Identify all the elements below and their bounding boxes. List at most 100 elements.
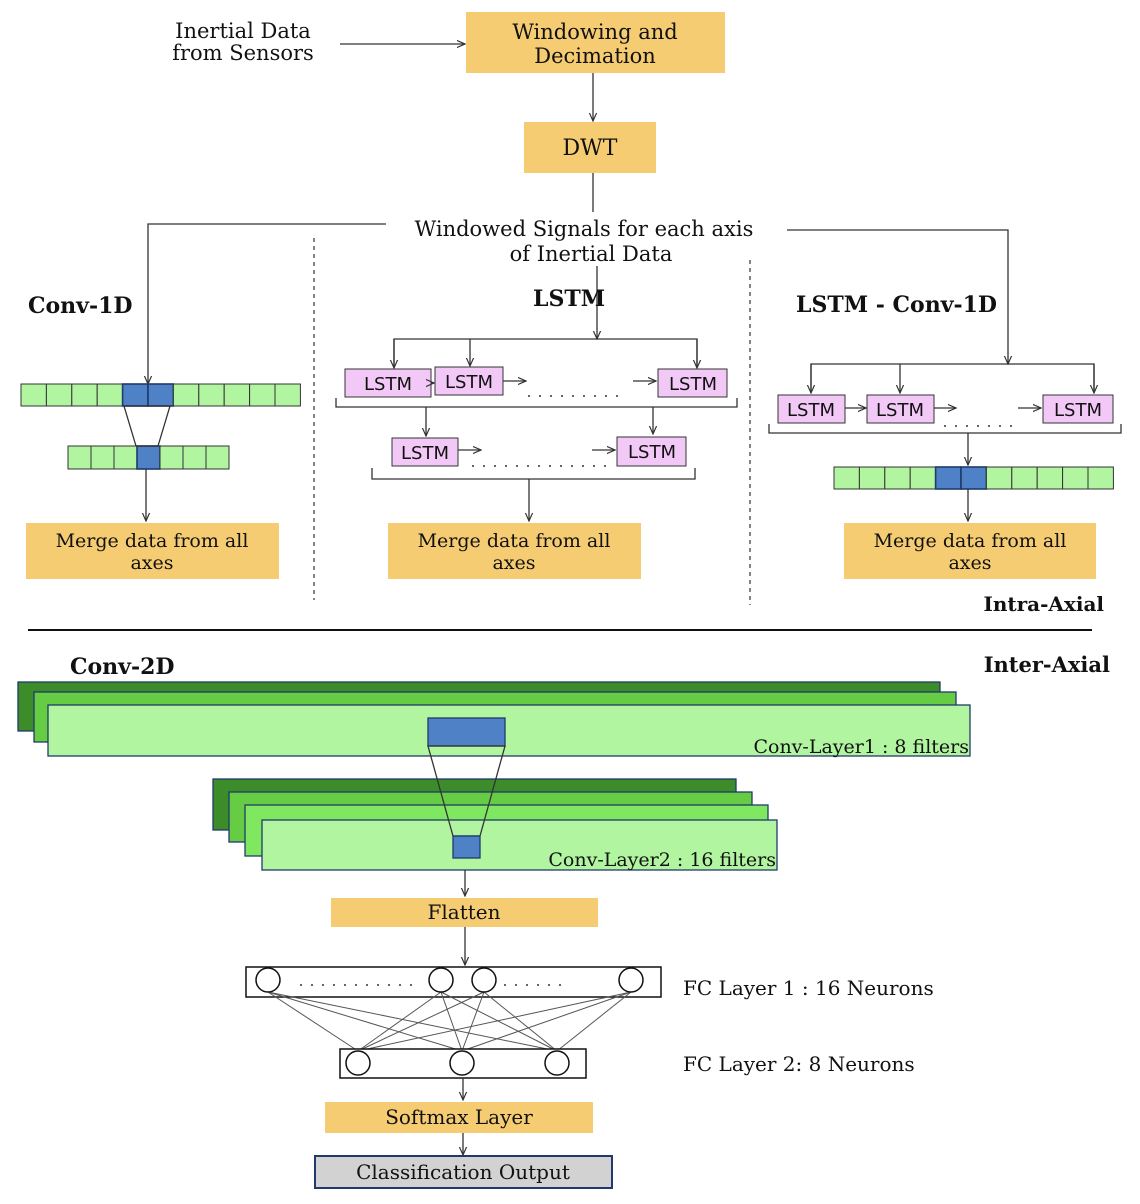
lstm-cell-label: LSTM	[669, 374, 717, 395]
lstm-row2-bracket	[371, 468, 696, 480]
signal-cell	[71, 383, 98, 407]
fc1-neuron	[428, 967, 454, 993]
conv-layer1-stack: Conv-Layer1 : 8 filters	[17, 681, 971, 758]
lstm-cell-rect	[777, 394, 846, 424]
flatten-box: Flatten	[331, 898, 598, 927]
lstmconv-branch-arrow	[787, 229, 1008, 364]
lstm-cell-2b: LSTM	[616, 436, 687, 467]
lstmconv-cell-3: LSTM	[1042, 394, 1114, 424]
lstmconv-bracket	[768, 424, 1122, 434]
signal-cell	[113, 445, 138, 470]
softmax-box: Softmax Layer	[325, 1102, 593, 1133]
fc-layer2-neurons	[345, 1050, 570, 1076]
lstm-cell-rect	[866, 394, 935, 424]
conv-layer1-kernel	[427, 717, 506, 747]
signal-cell	[20, 383, 47, 407]
windowing-box: Windowing and Decimation	[466, 12, 725, 73]
fc1-neuron	[618, 967, 644, 993]
conv-layer2-map-front	[261, 819, 778, 871]
windowed-signals-label: Windowed Signals for each axis of Inerti…	[415, 217, 754, 266]
signal-cell	[1062, 466, 1089, 490]
conv1d-branch-arrow	[148, 223, 386, 384]
fc-connection	[461, 991, 632, 1052]
lstm-cell-label: LSTM	[787, 400, 835, 421]
signal-cell	[1036, 466, 1064, 490]
fc-connection	[267, 991, 463, 1052]
kernel-cell	[934, 466, 962, 490]
lstm-cell-rect	[657, 368, 728, 398]
lstm-cell-label: LSTM	[364, 374, 412, 395]
fc-connection	[267, 991, 558, 1052]
lstm-split-bar	[393, 338, 698, 366]
signal-cell	[198, 383, 225, 407]
conv1d-merge-rect	[26, 523, 279, 579]
signal-cell	[858, 466, 886, 490]
lstm-cell-label: LSTM	[876, 400, 924, 421]
lstm-cell-rect	[616, 436, 687, 467]
flatten-label: Flatten	[428, 900, 501, 924]
conv1d-merge-box: Merge data from all axes	[26, 523, 279, 579]
signal-cell	[67, 445, 92, 470]
windowing-label-line2: Decimation	[534, 44, 656, 68]
lstmconv-cell-2: LSTM	[866, 394, 935, 424]
dwt-box-rect	[524, 122, 656, 173]
inter-axial-label: Inter-Axial	[984, 652, 1110, 677]
classification-output-box: Classification Output	[314, 1155, 613, 1189]
lstmconv-merge-line1: Merge data from all	[874, 530, 1067, 552]
signal-cell	[985, 466, 1013, 490]
signal-cell	[274, 383, 301, 407]
fc-connection	[357, 991, 485, 1052]
windowed-label-line2: of Inertial Data	[510, 242, 673, 266]
signal-cell	[909, 466, 937, 490]
lstmconv-cell-1: LSTM	[777, 394, 846, 424]
conv1d-kernel-projection	[123, 405, 171, 447]
fc-layer1-neurons	[255, 967, 644, 993]
windowing-label-line1: Windowing and	[512, 20, 677, 44]
input-label-line2: from Sensors	[172, 41, 314, 65]
kernel-cell	[121, 383, 149, 407]
fc2-neuron	[345, 1050, 371, 1076]
fc-connection	[440, 991, 558, 1052]
signal-cell	[45, 383, 73, 407]
lstm-cell-1c: LSTM	[657, 368, 728, 398]
conv-layer2-stack: Conv-Layer2 : 16 filters	[212, 745, 778, 871]
signal-cell	[223, 383, 251, 407]
lstmconv-conv-row	[833, 466, 1114, 490]
conv-layer2-kernel	[452, 835, 481, 859]
fc1-neuron	[471, 967, 497, 993]
lstm-merge-box: Merge data from all axes	[388, 523, 641, 579]
lstm-merge-line1: Merge data from all	[418, 530, 611, 552]
conv1d-merge-line1: Merge data from all	[56, 530, 249, 552]
lstmconv-merge-box: Merge data from all axes	[844, 523, 1096, 579]
kernel-cell	[147, 383, 175, 407]
fc-layer2-label: FC Layer 2: 8 Neurons	[683, 1052, 915, 1076]
lstm-merge-rect	[388, 523, 641, 579]
fc1-neuron	[255, 967, 281, 993]
signal-cell	[1011, 466, 1038, 490]
lstm-cell-1a: LSTM	[344, 368, 432, 398]
conv2d-title: Conv-2D	[70, 654, 174, 680]
fc-connections	[267, 991, 632, 1052]
fc-connection	[267, 991, 359, 1052]
lstmconv-title: LSTM - Conv-1D	[796, 292, 997, 318]
signal-cell	[249, 383, 276, 407]
softmax-label: Softmax Layer	[385, 1105, 533, 1129]
fc-connection	[556, 991, 632, 1052]
input-label: Inertial Data from Sensors	[172, 19, 314, 65]
lstm-cell-label: LSTM	[401, 443, 449, 464]
signal-cell	[172, 383, 200, 407]
windowed-label-line1: Windowed Signals for each axis	[415, 217, 754, 241]
conv-layer1-label: Conv-Layer1 : 8 filters	[753, 736, 969, 758]
lstm-title: LSTM	[533, 286, 605, 312]
fc2-neuron	[544, 1050, 570, 1076]
kernel-cell	[136, 445, 161, 470]
kernel-cell	[960, 466, 988, 490]
fc2-neuron	[449, 1050, 475, 1076]
fc-connection	[357, 991, 632, 1052]
signal-cell	[96, 383, 124, 407]
lstmconv-merge-line2: axes	[948, 552, 991, 574]
signal-cell	[90, 445, 115, 470]
lstm-cell-rect	[434, 366, 504, 396]
signal-cell	[205, 445, 230, 470]
